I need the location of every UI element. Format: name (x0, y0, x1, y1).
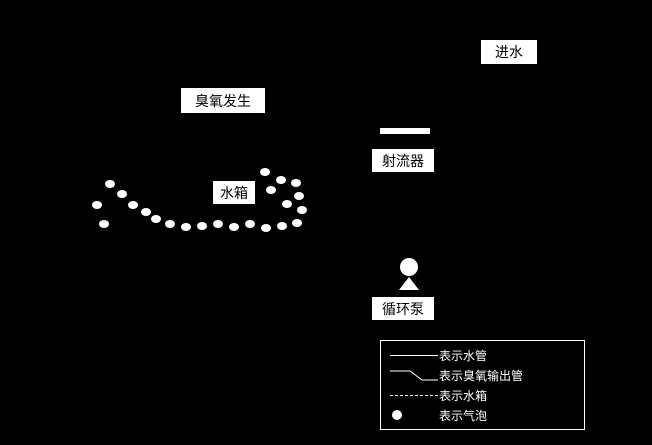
legend-row-water-pipe: 表示水管 (381, 346, 584, 365)
ozone-generator-label: 臭氧发生 (181, 88, 265, 113)
bubble (128, 201, 138, 209)
legend-row-ozone-pipe: 表示臭氧输出管 (381, 366, 584, 385)
legend-row-bubble: 表示气泡 (381, 406, 584, 425)
bubble (282, 200, 292, 208)
legend-box: 表示水管 表示臭氧输出管 表示水箱 表示气泡 (380, 340, 585, 430)
legend-item-label: 表示水管 (439, 348, 488, 363)
bubble (151, 215, 161, 223)
bubble (260, 168, 270, 176)
bubble (213, 220, 223, 228)
legend-item-label: 表示水箱 (439, 388, 488, 403)
legend-item-label: 表示气泡 (439, 408, 488, 423)
bubble (99, 220, 109, 228)
bubble (277, 222, 287, 230)
bubble (276, 176, 286, 184)
bubble-circle-icon (381, 410, 439, 420)
tank-dashed-line-icon (381, 394, 439, 396)
pump-triangle-icon (399, 277, 419, 290)
inlet-label: 进水 (481, 40, 537, 64)
bubble (181, 223, 191, 231)
bubble (292, 219, 302, 227)
jet-nozzle-bar (380, 128, 430, 134)
jet-device-label: 射流器 (372, 149, 434, 172)
pump-circle-icon (400, 258, 418, 276)
water-tank-label: 水箱 (213, 181, 255, 204)
bubble (197, 222, 207, 230)
bubble (92, 201, 102, 209)
bubble (141, 208, 151, 216)
water-pipe-line-icon (381, 354, 439, 356)
bubble (245, 220, 255, 228)
bubble (105, 180, 115, 188)
legend-item-label: 表示臭氧输出管 (439, 368, 524, 383)
bubble (297, 206, 307, 214)
bubble (294, 192, 304, 200)
bubble (266, 186, 276, 194)
bubble (291, 179, 301, 187)
circulation-pump-label: 循环泵 (372, 297, 434, 320)
bubble (261, 224, 271, 232)
bubble (229, 223, 239, 231)
ozone-pipe-line-icon (381, 368, 439, 382)
bubble (117, 190, 127, 198)
legend-row-tank: 表示水箱 (381, 386, 584, 405)
bubble (165, 220, 175, 228)
